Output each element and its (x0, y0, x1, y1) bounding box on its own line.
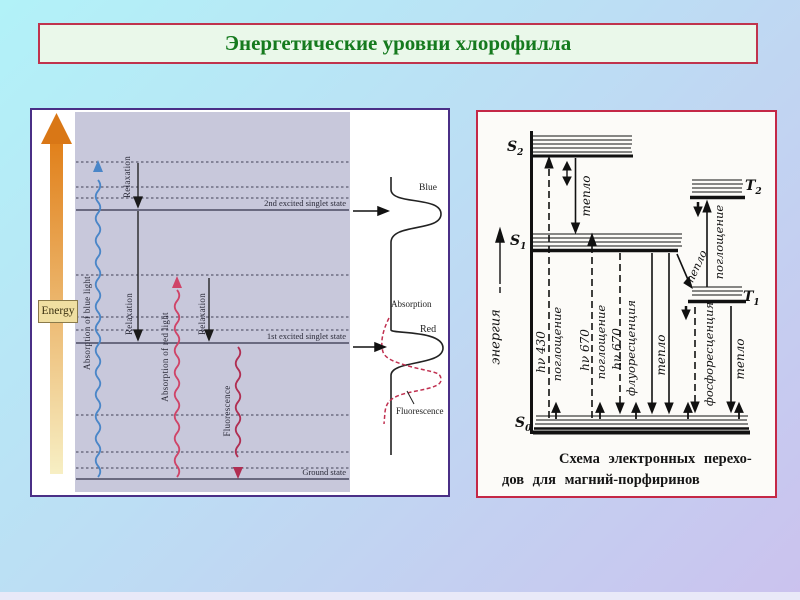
slide-title-box: Энергетические уровни хлорофилла (38, 23, 758, 64)
slide-bottom-strip (0, 592, 800, 600)
slide-title: Энергетические уровни хлорофилла (224, 31, 572, 55)
jablonski-plot-area (75, 112, 350, 492)
porphyrin-scheme-panel (476, 110, 777, 498)
